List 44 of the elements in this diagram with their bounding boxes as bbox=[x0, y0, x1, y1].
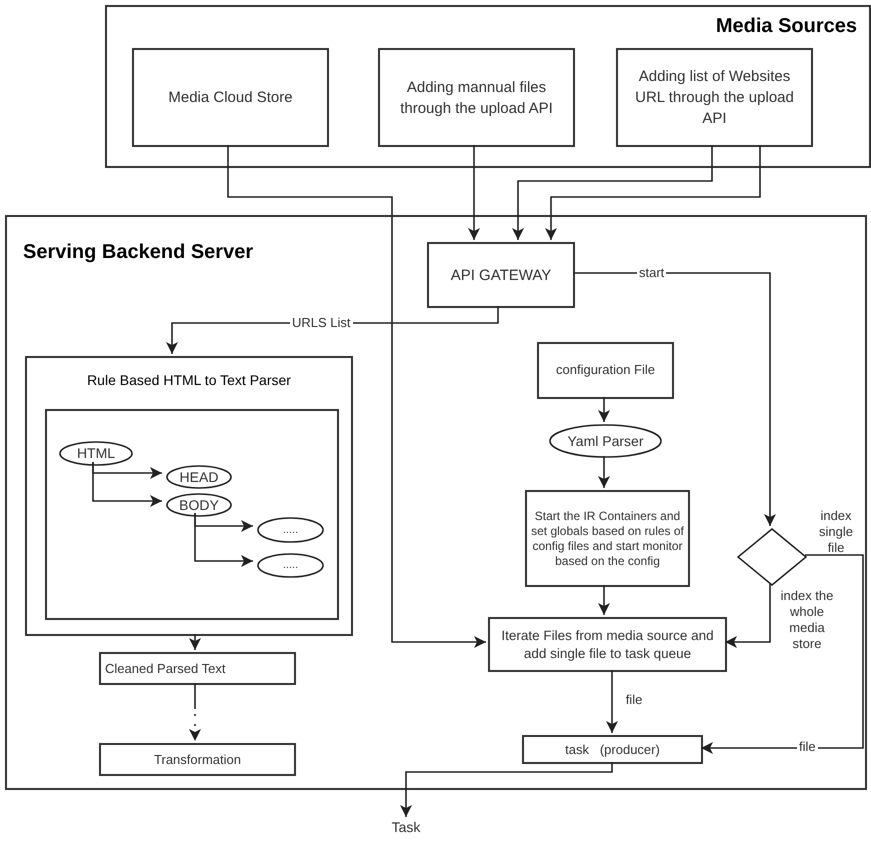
end-label: Task bbox=[386, 817, 426, 837]
arrow bbox=[92, 462, 162, 507]
parser-container bbox=[25, 356, 353, 636]
arrow bbox=[701, 554, 864, 754]
group-container bbox=[5, 215, 867, 790]
container-title: Media Sources bbox=[716, 14, 857, 39]
ellipse-node: BODY bbox=[166, 493, 232, 517]
arrow bbox=[598, 456, 610, 488]
ellipse-node: Yaml Parser bbox=[549, 424, 662, 458]
decision-diamond bbox=[737, 528, 807, 586]
process-box: Cleaned Parsed Text bbox=[99, 652, 296, 685]
edge-label: file bbox=[624, 692, 644, 708]
process-box: API GATEWAY bbox=[427, 242, 575, 308]
edge-label: index the whole media store bbox=[780, 588, 834, 652]
arrow bbox=[725, 584, 771, 648]
frame-box bbox=[45, 409, 339, 620]
container-title: Rule Based HTML to Text Parser bbox=[86, 371, 292, 390]
arrow bbox=[189, 683, 201, 741]
branch-label: index single file bbox=[818, 508, 854, 556]
process-box: task (producer) bbox=[522, 735, 703, 764]
process-box: Iterate Files from media source and add single file to task queue bbox=[488, 617, 727, 672]
process-box: Adding list of Websites URL through the upload API bbox=[616, 48, 813, 147]
process-box: Media Cloud Store bbox=[132, 48, 329, 147]
process-box: Adding mannual files through the upload API bbox=[378, 48, 575, 147]
arrow bbox=[194, 513, 253, 567]
arrow bbox=[468, 145, 480, 240]
arrow bbox=[606, 670, 618, 733]
process-box: Transformation bbox=[99, 743, 296, 776]
arrow bbox=[512, 145, 713, 240]
arrow bbox=[545, 145, 761, 240]
ellipse-node: ..... bbox=[257, 517, 324, 543]
arrow bbox=[189, 634, 201, 650]
ellipse-node: ..... bbox=[257, 553, 324, 578]
arrow bbox=[598, 585, 610, 615]
process-box: configuration File bbox=[537, 342, 674, 399]
container-title: Serving Backend Server bbox=[23, 240, 254, 265]
process-box: Start the IR Containers and set globals based on rules of config files and start monitor based on the config bbox=[525, 490, 690, 587]
arrow bbox=[400, 762, 613, 817]
ellipse-node: HTML bbox=[59, 441, 133, 466]
arrow bbox=[598, 397, 610, 422]
ellipse-node: HEAD bbox=[166, 465, 232, 489]
group-container bbox=[105, 5, 871, 168]
arrow bbox=[573, 272, 776, 526]
arrow bbox=[227, 145, 486, 648]
